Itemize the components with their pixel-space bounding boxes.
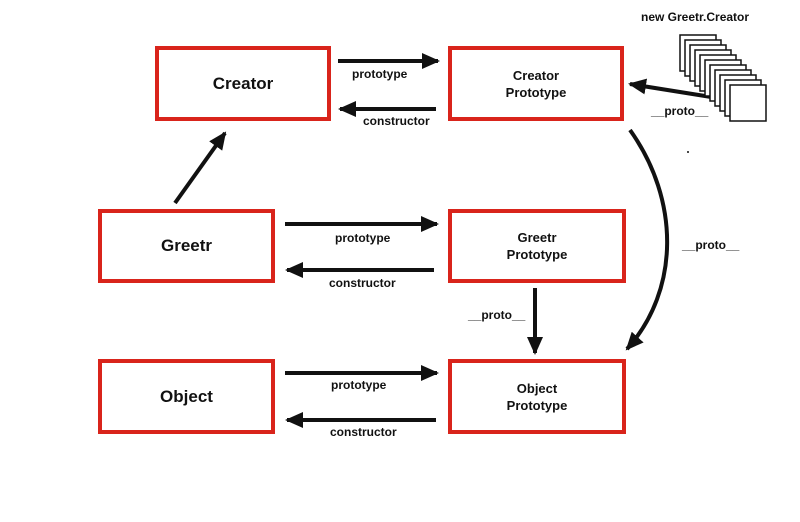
creator-label: Creator bbox=[212, 73, 274, 93]
object-label: Object bbox=[160, 386, 213, 406]
stray-dot bbox=[687, 151, 689, 153]
arrow-creator-proto-to-object-proto bbox=[625, 128, 670, 351]
greetr-prototype-box: Greetr Prototype bbox=[448, 209, 626, 283]
instance-stack bbox=[679, 34, 767, 122]
object-prototype-label-line1: Object bbox=[516, 380, 558, 396]
creator-prototype-label-line1: Creator bbox=[512, 67, 560, 83]
object-constructor-edge-label: constructor bbox=[330, 425, 397, 439]
creator-proto-curve-label: __proto__ bbox=[682, 238, 740, 252]
creator-prototype-edge-label: prototype bbox=[352, 67, 408, 81]
object-prototype-edge-label: prototype bbox=[331, 378, 387, 392]
greetr-prototype-label-line2: Prototype bbox=[506, 247, 568, 262]
creator-prototype-label-line2: Prototype bbox=[505, 84, 567, 100]
greetr-prototype-label-line1: Greetr bbox=[517, 230, 557, 245]
new-instances-label: new Greetr.Creator bbox=[641, 10, 750, 24]
greetr-proto-edge-label: __proto__ bbox=[468, 308, 526, 322]
greetr-prototype-edge-label: prototype bbox=[335, 231, 391, 245]
object-prototype-box: Object Prototype bbox=[448, 359, 626, 434]
creator-prototype-box: Creator Prototype bbox=[448, 46, 624, 121]
greetr-constructor-edge-label: constructor bbox=[329, 276, 396, 290]
creator-constructor-edge-label: constructor bbox=[363, 114, 430, 128]
arrow-greetr-to-creator bbox=[173, 131, 227, 205]
instances-proto-edge-label: __proto__ bbox=[651, 104, 709, 118]
greetr-box: Greetr bbox=[98, 209, 275, 283]
creator-box: Creator bbox=[155, 46, 331, 121]
object-box: Object bbox=[98, 359, 275, 434]
object-prototype-label-line2: Prototype bbox=[506, 397, 568, 413]
greetr-label: Greetr bbox=[160, 236, 213, 255]
